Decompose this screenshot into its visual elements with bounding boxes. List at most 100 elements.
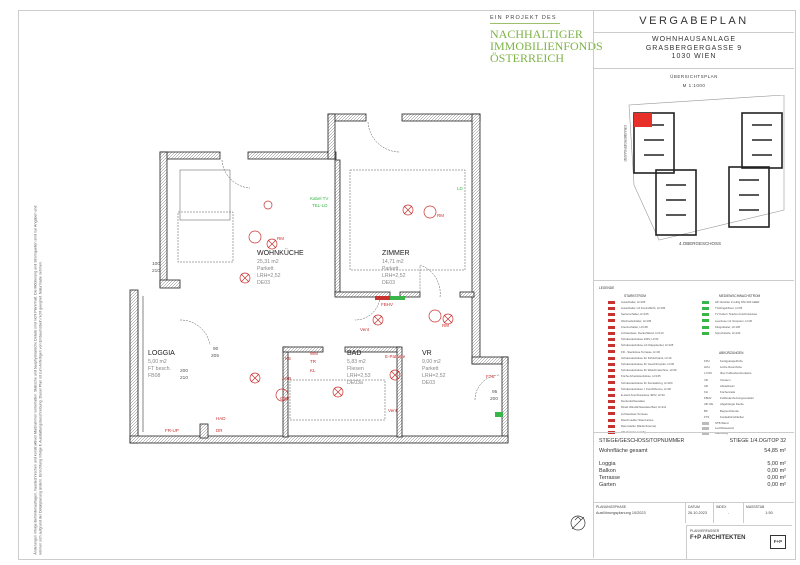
legend-item: VR (704, 378, 708, 382)
legend-symbol-icon (608, 375, 615, 379)
area-value: 0,00 m² (767, 475, 786, 481)
legend-symbol-icon (608, 344, 615, 348)
legend-symbol-icon (608, 325, 615, 329)
logo-name: NACHHALTIGER IMMOBILIENFONDS ÖSTERREICH (490, 28, 603, 64)
svg-text:LRH=2,52: LRH=2,52 (422, 373, 446, 379)
svg-text:Parkett: Parkett (382, 266, 399, 272)
legend-symbol-icon (608, 399, 615, 403)
svg-text:205: 205 (211, 353, 219, 359)
legend-item: E-Herd Anschlussdose 400V, H=30 (608, 393, 665, 397)
legend-title: LEGENDE (599, 286, 615, 290)
legend-symbol-icon (608, 387, 615, 391)
overview-scale: M 1:1000 (682, 83, 706, 88)
legend-symbol-icon (608, 313, 615, 317)
electrical-symbols (239, 200, 454, 402)
legend-item: Rauchmelder Stand-alone (608, 418, 654, 422)
svg-text:25,31 m2: 25,31 m2 (257, 259, 279, 265)
legend-item: Lichte Raumhöhe (720, 365, 742, 369)
svg-text:90: 90 (213, 346, 219, 352)
date-label: DATUM (688, 505, 700, 509)
legend-symbol-icon (608, 356, 615, 360)
legend-symbol-icon (608, 406, 615, 410)
legend-symbol-icon (702, 325, 709, 329)
legend-heading: STARKSTROM (624, 294, 646, 298)
svg-text:TEL-LD: TEL-LD (312, 203, 328, 208)
legend-item: Leichtbauwand (702, 426, 734, 430)
legend-item: L.FOK (704, 371, 712, 375)
svg-text:Vent: Vent (360, 327, 370, 332)
legend-item-label: Ausschalter mit Kontrolllicht, H=105 (621, 306, 666, 311)
legend-item: Wechselschalter, H=105 (608, 319, 651, 323)
legend-item: HP-Verteiler 2-reihig DN=100 LEER (702, 300, 759, 304)
project-line: 1030 WIEN (671, 53, 717, 60)
svg-text:100: 100 (152, 261, 160, 267)
area-value: 0,00 m² (767, 482, 786, 488)
legend-item: Schukosteckdose 230V, H=30 (608, 337, 658, 341)
svg-text:14,71 m2: 14,71 m2 (382, 259, 404, 265)
total-area-label: Wohnfläche gesamt (599, 448, 648, 454)
planner-label: PLANVERFASSER (690, 529, 720, 533)
svg-text:9,00 m2: 9,00 m2 (422, 359, 441, 365)
scale-label: MASSSTAB (746, 505, 765, 509)
legend-symbol-icon (608, 331, 615, 335)
svg-text:Vent: Vent (388, 408, 398, 413)
sheet-frame (18, 10, 796, 560)
legend-item: Fertigparapethöhe (720, 359, 743, 363)
site-overview-map: GRASBERGERGASSE 4.OBERGESCHOSS (623, 95, 785, 246)
legend-symbol-icon (702, 426, 709, 430)
title-block: VERGABEPLAN WOHNHAUSANLAGE GRASBERGERGAS… (593, 10, 794, 559)
area-value: 0,00 m² (767, 468, 786, 474)
svg-text:5,00 m2: 5,00 m2 (148, 359, 167, 365)
legend-item: FBHV (704, 396, 711, 400)
apartment-highlight (634, 113, 652, 127)
legend-item-label: Schukosteckdose 230V, H=30 (621, 337, 659, 342)
area-value: 5,00 m² (767, 461, 786, 467)
legend-item-label: Direkt Wandlichtauslass Bad, H=211 (621, 405, 667, 410)
legend-item-label: über Fußbodenoberkante (720, 371, 752, 376)
legend-item-label: Freilauftürschließer (720, 414, 744, 419)
area-label: Loggia (599, 461, 616, 467)
room-name: WOHNKÜCHE (257, 249, 304, 257)
legend-item: FTS (704, 415, 709, 419)
legend-item-label: STB Wand (715, 421, 729, 425)
legend-symbol-icon (702, 431, 709, 435)
legend-symbol-icon (702, 331, 709, 335)
svg-text:KL: KL (310, 368, 316, 373)
legend-item: Kreuzschalter, H=105 (608, 325, 648, 329)
svg-text:200: 200 (490, 396, 498, 402)
legend-symbol-icon (608, 337, 615, 341)
legend-item-label: AB. DE. (704, 402, 714, 407)
legend-item-label: Klingeltaster, H=105 (715, 324, 741, 329)
legend-item-label: Leerdose mit Vorspann, H=30 (715, 318, 753, 323)
north-arrow (570, 515, 586, 531)
project-line: WOHNHAUSANLAGE (651, 36, 736, 43)
area-label: Terrasse (599, 475, 621, 481)
legend-item: LRH (704, 365, 710, 369)
planner-box: PLANVERFASSER F+P ARCHITEKTEN F+P (686, 525, 792, 559)
legend-item: AB. DE. (704, 402, 714, 406)
legend-item-label: Fußbodenheizungsverteiler (720, 396, 754, 401)
svg-text:RM: RM (442, 323, 449, 328)
legend-symbol-icon (608, 418, 615, 422)
legend: LEGENDE STARKSTROM MEDIEN/SCHWACHSTROM A… (594, 280, 794, 435)
svg-text:LRH=2,52: LRH=2,52 (257, 273, 281, 279)
legend-symbol-icon (702, 319, 709, 323)
legend-item: Küchenzeile (720, 390, 735, 394)
legend-item: Serienschalter, H=105 (608, 312, 649, 316)
project-address: WOHNHAUSANLAGE GRASBERGERGASSE 9 1030 WI… (594, 33, 794, 69)
svg-text:FTS: FTS (486, 374, 495, 379)
area-label: Balkon (599, 468, 616, 474)
legend-item-label: Wechselschalter, H=105 (621, 318, 652, 323)
svg-text:5,83 m2: 5,83 m2 (347, 359, 366, 365)
svg-text:DE03a: DE03a (347, 380, 363, 386)
legend-item-label: Dämmung (715, 431, 728, 435)
legend-symbol-icon (702, 300, 709, 304)
legend-item-label: VR (704, 377, 708, 382)
legend-item: Vorraum (720, 378, 731, 382)
logo-line: IMMOBILIENFONDS (490, 39, 603, 53)
legend-item-label: Schukosteckdose für Geschirrspüler, H=30 (621, 362, 675, 366)
